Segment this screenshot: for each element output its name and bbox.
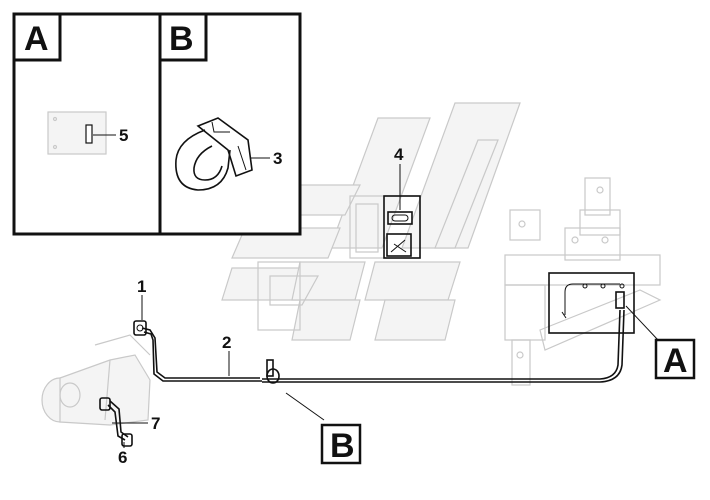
leader-lines <box>112 164 659 448</box>
view-marker-b-letter: B <box>330 427 355 465</box>
callout-2: 2 <box>222 333 231 352</box>
fuse-icon <box>85 124 93 144</box>
inset-a-callout-5: 5 <box>119 126 128 145</box>
callout-4: 4 <box>394 145 404 164</box>
cable-clip <box>266 359 280 384</box>
view-marker-b: B <box>320 423 362 465</box>
starter-motor-ghost <box>41 334 151 426</box>
inset-b-callout-3: 3 <box>273 149 282 168</box>
callout-6: 6 <box>118 448 127 467</box>
view-marker-a-letter: A <box>663 342 688 380</box>
detail-inset-b: B 3 <box>158 12 302 236</box>
callout-1: 1 <box>137 277 146 296</box>
harness-cable <box>141 309 625 383</box>
connector-item-1 <box>133 320 147 336</box>
switch-panel <box>383 195 421 259</box>
view-marker-a: A <box>654 338 696 380</box>
frame-ghost <box>504 177 662 386</box>
detail-inset-a: A 5 <box>12 12 162 236</box>
callout-7: 7 <box>151 414 160 433</box>
cab-ghost <box>221 102 521 341</box>
inset-b-letter: B <box>169 20 194 58</box>
inset-a-letter: A <box>24 20 49 58</box>
sensor-harness <box>99 397 133 447</box>
clip-icon <box>175 117 253 191</box>
control-box <box>548 272 635 334</box>
